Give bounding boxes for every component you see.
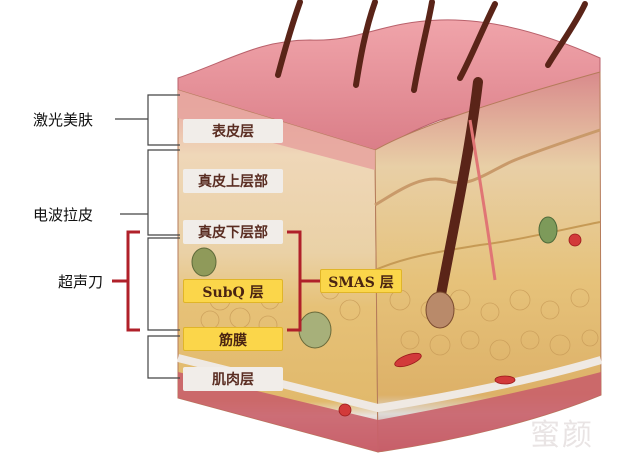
tag-subq: SubQ 层 <box>183 279 283 303</box>
muscle-band <box>178 372 601 452</box>
label-ultrasound: 超声刀 <box>58 273 104 291</box>
label-rf: 电波拉皮 <box>33 206 94 224</box>
follicle-bulbs <box>191 216 558 349</box>
fascia-line <box>177 354 603 413</box>
left-brackets <box>115 94 180 379</box>
tag-fascia: 筋膜 <box>183 327 283 351</box>
tag-smas: SMAS 层 <box>320 269 402 293</box>
smas-bracket <box>287 230 320 332</box>
hair-shafts <box>275 0 588 305</box>
tag-epidermis: 表皮层 <box>183 119 283 143</box>
fat-boundary <box>374 221 601 271</box>
blood-vessels <box>338 233 582 417</box>
tag-muscle: 肌肉层 <box>183 367 283 391</box>
watermark: 蜜颜 <box>530 418 594 453</box>
label-laser: 激光美肤 <box>33 111 94 129</box>
vessel-line <box>468 119 497 281</box>
tag-upper-dermis: 真皮上层部 <box>183 169 283 193</box>
tag-lower-dermis: 真皮下层部 <box>183 220 283 244</box>
ultrasound-bracket <box>112 230 140 332</box>
dermis-boundary <box>374 128 601 207</box>
